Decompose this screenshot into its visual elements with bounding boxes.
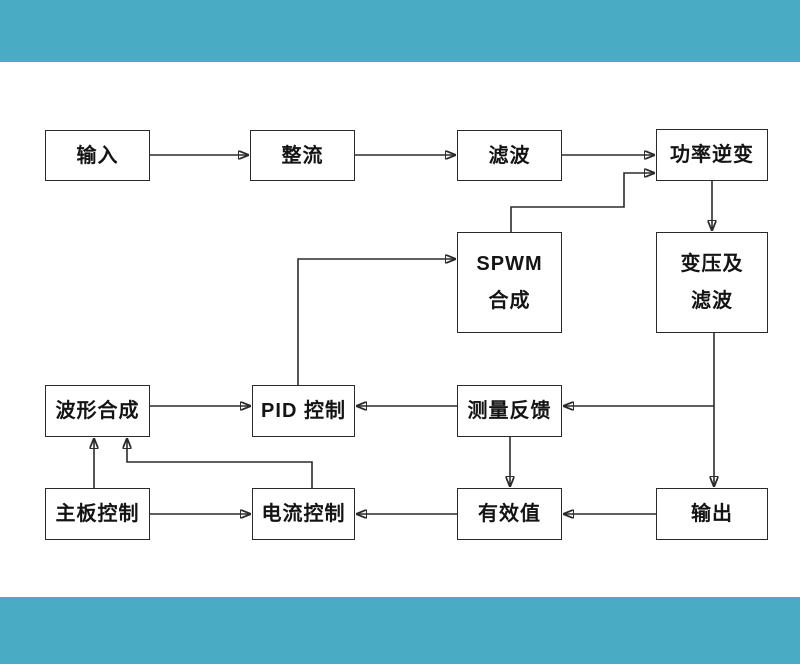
node-measure-feedback: 测量反馈 (457, 385, 562, 437)
node-pid-control: PID 控制 (252, 385, 355, 437)
node-power-inverter: 功率逆变 (656, 129, 768, 181)
top-accent-bar (0, 0, 800, 62)
node-waveform-synthesis: 波形合成 (45, 385, 150, 437)
node-filter: 滤波 (457, 130, 562, 181)
node-input: 输入 (45, 130, 150, 181)
arrow-pid-to-spwm (297, 259, 455, 385)
node-mainboard-control: 主板控制 (45, 488, 150, 540)
node-rms-value: 有效值 (457, 488, 562, 540)
node-transform-filter-line1: 变压及 (680, 252, 744, 275)
arrow-spwm-to-power-inverter (510, 173, 654, 232)
node-transform-filter: 变压及 滤波 (656, 232, 768, 333)
arrow-current-control-to-waveform (127, 439, 313, 488)
node-rectifier: 整流 (250, 130, 355, 181)
bottom-accent-bar (0, 597, 800, 664)
node-spwm-line2: 合成 (488, 290, 531, 313)
node-spwm-line1: SPWM (476, 252, 543, 275)
node-output: 输出 (656, 488, 768, 540)
node-spwm-synthesis: SPWM 合成 (457, 232, 562, 333)
node-transform-filter-line2: 滤波 (691, 290, 733, 313)
node-current-control: 电流控制 (252, 488, 355, 540)
